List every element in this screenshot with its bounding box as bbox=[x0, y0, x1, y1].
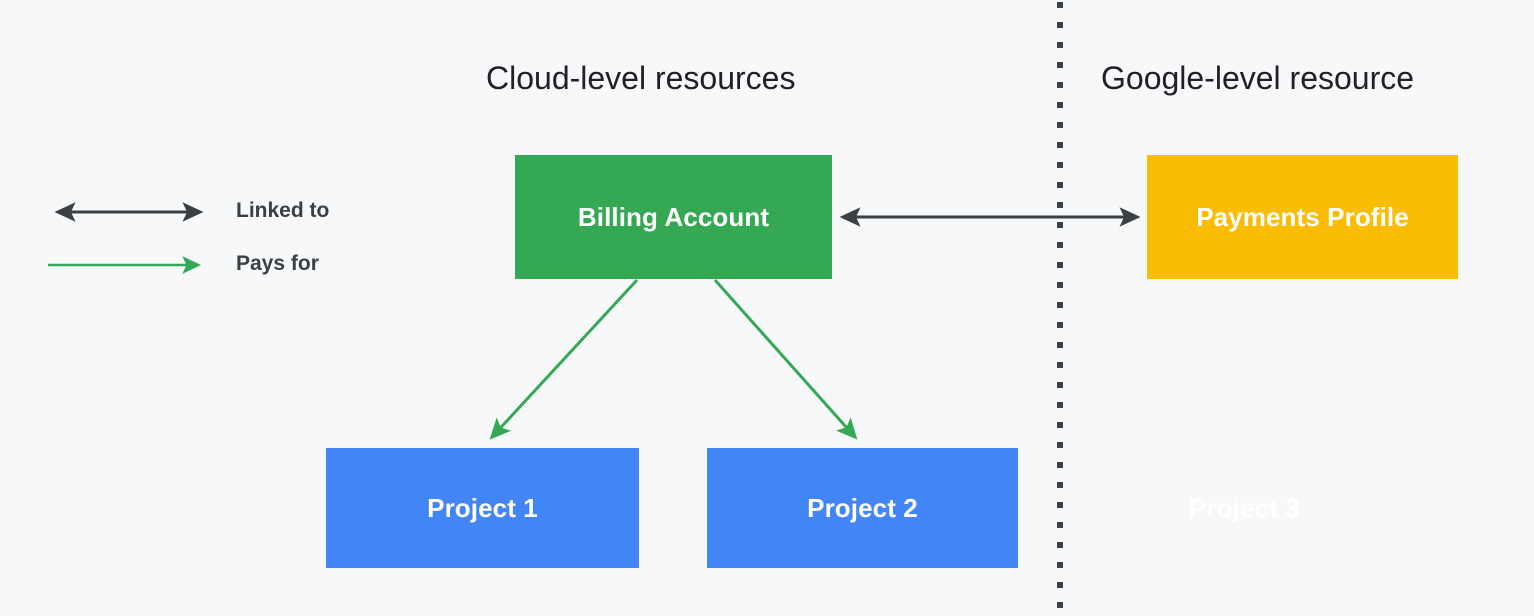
node-billing-account[interactable]: Billing Account bbox=[515, 155, 832, 279]
section-title-google-level-resource: Google-level resource bbox=[1101, 60, 1415, 96]
node-project-3[interactable]: Project 3 bbox=[1189, 492, 1300, 523]
edge-billing-to-project1 bbox=[489, 278, 639, 440]
node-project-1[interactable]: Project 1 bbox=[326, 448, 639, 568]
section-title-cloud-level-resources: Cloud-level resources bbox=[486, 60, 796, 96]
node-project-2[interactable]: Project 2 bbox=[707, 448, 1018, 568]
legend-label-pays-for: Pays for bbox=[236, 252, 319, 275]
legend-label-linked-to: Linked to bbox=[236, 199, 330, 222]
edge-billing-to-project2 bbox=[713, 279, 858, 440]
node-payments-profile[interactable]: Payments Profile bbox=[1147, 155, 1458, 279]
